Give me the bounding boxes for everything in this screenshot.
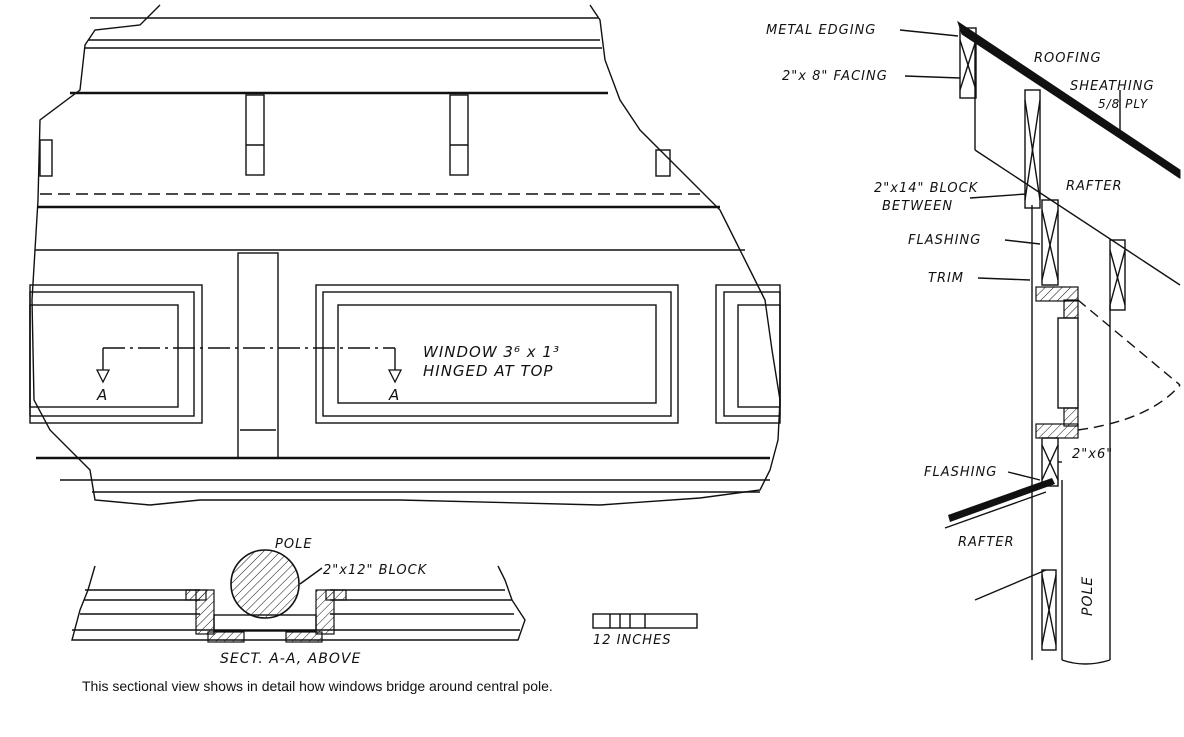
label-sheathing-ply: 5/8 PLY [1098,97,1149,111]
block-label: 2"x12" BLOCK [323,563,428,578]
torn-edge-outline [31,4,781,506]
label-block-between-2: BETWEEN [882,199,953,214]
label-pole-vertical: POLE [1080,576,1096,616]
label-rafter-lower: RAFTER [958,535,1015,550]
window-label-size: WINDOW 3⁶ x 1³ [423,343,560,361]
label-facing: 2"x 8" FACING [782,69,888,84]
scale-label: 12 INCHES [593,633,672,648]
pole-circle [230,549,300,619]
window-label-hinge: HINGED AT TOP [423,362,553,380]
side-section-view: METAL EDGING 2"x 8" FACING ROOFING SHEAT… [766,20,1181,665]
figure-caption: This sectional view shows in detail how … [82,678,553,694]
label-sheathing: SHEATHING [1070,79,1155,94]
label-rafter-upper: RAFTER [1066,179,1123,194]
label-block-between-1: 2"x14" BLOCK [874,181,979,196]
section-mark-left: A [96,386,108,404]
label-flashing-lower: FLASHING [924,465,997,480]
section-title: SECT. A-A, ABOVE [220,651,361,667]
section-mark-right: A [388,386,400,404]
label-roofing: ROOFING [1034,51,1102,66]
label-metal-edging: METAL EDGING [766,23,876,38]
section-a-a-view: POLE 2"x12" BLOCK SECT. A-A, ABOVE 12 IN… [71,537,698,667]
lower-roofing [948,478,1055,522]
label-trim: TRIM [928,271,964,286]
label-2x6: 2"x6" [1072,447,1113,462]
label-flashing-upper: FLASHING [908,233,981,248]
pole-label: POLE [275,537,313,552]
elevation-view: A A WINDOW 3⁶ x 1³ HINGED AT TOP [29,4,781,506]
